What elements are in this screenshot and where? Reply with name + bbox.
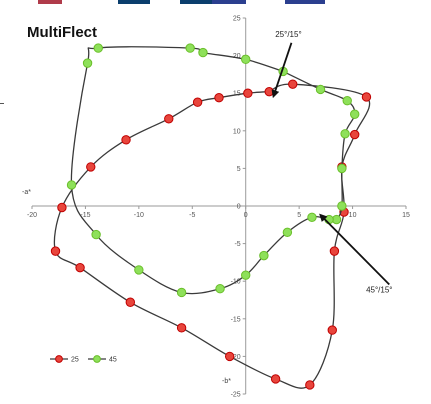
x-tick-label: 5	[297, 212, 301, 219]
data-point	[315, 84, 326, 95]
data-point	[215, 284, 225, 294]
data-point	[337, 201, 347, 211]
annotations-layer: 25°/15° 45°/15°	[271, 30, 392, 294]
legend: 25 45	[50, 355, 117, 364]
header-strip-segment	[212, 0, 246, 4]
y-tick-label: -5	[234, 241, 240, 248]
series-line-45	[70, 46, 356, 295]
annotation-arrow	[319, 213, 390, 286]
data-point	[307, 212, 317, 222]
header-strip-segment	[180, 0, 212, 4]
x-tick-label: 10	[349, 212, 357, 219]
series-layer	[50, 43, 372, 390]
x-tick-label: 0	[244, 212, 248, 219]
data-point	[259, 250, 269, 261]
data-point	[176, 323, 187, 333]
data-point	[350, 109, 360, 119]
data-point	[243, 88, 253, 98]
y-tick-label: -25	[231, 392, 241, 399]
data-point	[241, 270, 251, 280]
data-point	[164, 114, 174, 124]
data-point	[329, 246, 340, 256]
data-point	[282, 227, 293, 238]
data-point	[50, 246, 61, 256]
data-point	[198, 47, 208, 58]
data-point	[66, 180, 77, 190]
data-point	[125, 297, 136, 307]
data-point	[134, 265, 144, 275]
x-tick-label: -20	[27, 212, 37, 219]
data-point	[57, 202, 67, 213]
legend-label: 25	[71, 357, 79, 364]
header-strip-segment	[38, 0, 62, 4]
series-45	[66, 43, 360, 298]
annotation-label: 25°/15°	[275, 30, 301, 39]
y-tick-label: 25	[233, 16, 241, 23]
legend-label: 45	[109, 357, 117, 364]
y-axis-label: -b*	[222, 378, 231, 385]
legend-marker	[55, 355, 63, 363]
chart-title: MultiFlect	[27, 24, 97, 41]
header-strip-segment	[118, 0, 150, 4]
data-point	[214, 93, 224, 103]
data-point	[91, 229, 101, 240]
data-point	[337, 163, 347, 174]
data-point	[82, 58, 93, 68]
y-tick-label: 0	[237, 204, 241, 211]
data-point	[264, 86, 274, 97]
legend-marker	[93, 355, 101, 363]
data-point	[241, 54, 251, 65]
y-tick-label: 5	[237, 166, 241, 173]
data-point	[327, 325, 337, 335]
x-axis-label: -a*	[22, 189, 31, 196]
data-point	[224, 351, 235, 362]
data-point	[93, 43, 103, 53]
y-tick-label: 20	[233, 53, 241, 60]
data-point	[192, 97, 203, 107]
data-point	[270, 374, 281, 384]
data-point	[342, 96, 352, 106]
series-line-25	[53, 83, 371, 389]
annotation-label: 45°/15°	[366, 285, 392, 294]
x-tick-label: -5	[189, 212, 195, 219]
data-point	[288, 79, 298, 89]
data-point	[361, 92, 372, 102]
data-point	[75, 262, 85, 273]
x-tick-label: -15	[80, 212, 90, 219]
data-point	[185, 43, 195, 53]
x-tick-label: 15	[402, 212, 410, 219]
data-point	[350, 129, 360, 140]
data-point	[176, 287, 187, 298]
y-tick-label: -15	[231, 316, 241, 323]
y-tick-label: 10	[233, 128, 241, 135]
data-point	[86, 162, 96, 172]
header-strip	[0, 0, 431, 6]
annotation-arrow	[271, 42, 293, 99]
left-marker	[0, 103, 4, 104]
header-strip-segment	[285, 0, 325, 4]
y-tick-label: -20	[231, 354, 241, 361]
data-point	[121, 135, 131, 145]
data-point	[305, 380, 315, 390]
x-tick-label: -10	[134, 212, 144, 219]
data-point	[340, 129, 350, 139]
